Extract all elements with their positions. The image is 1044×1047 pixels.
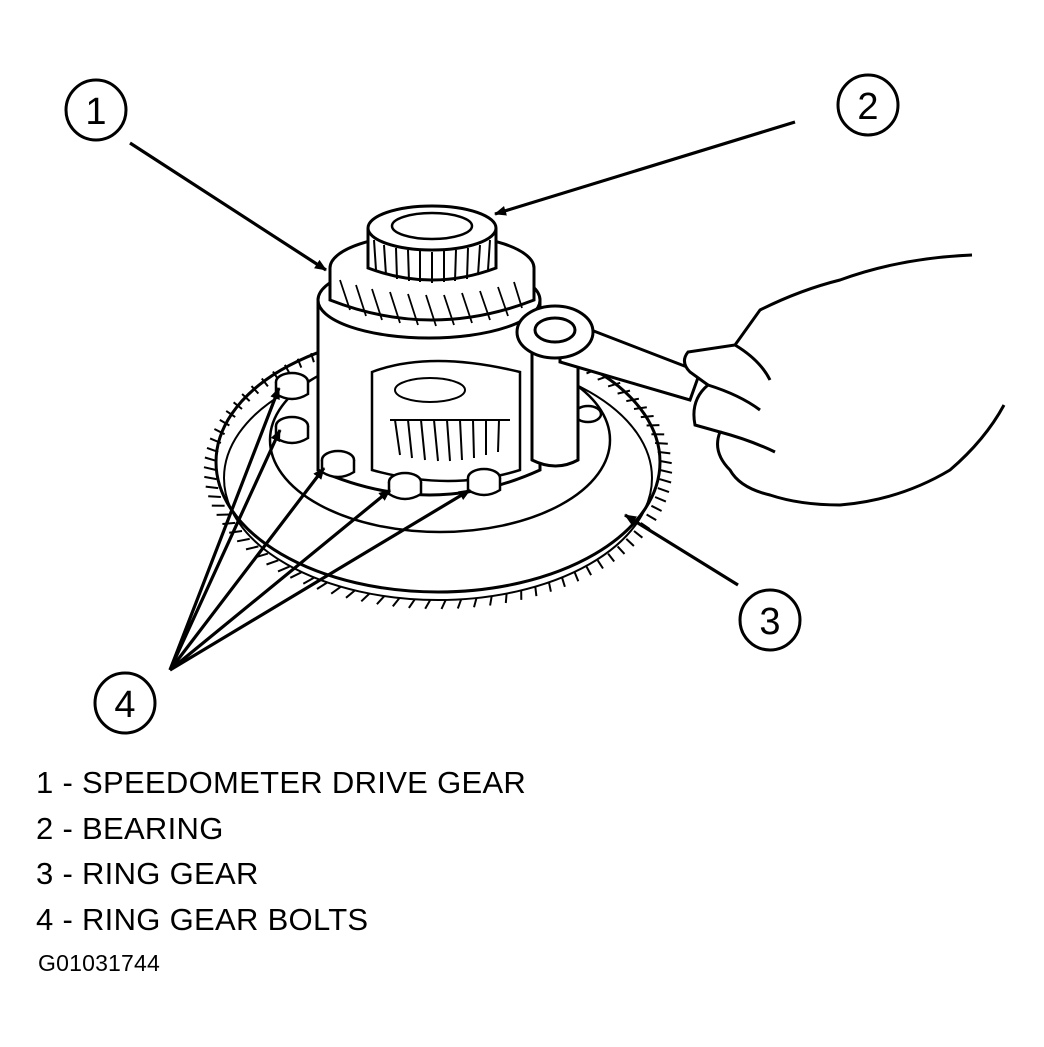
ring-gear-tooth [654,496,667,503]
ring-gear-tooth [360,592,371,603]
leader-lines [129,120,796,672]
legend-item-ring-gear: 3 - RING GEAR [36,856,259,891]
ring-gear-tooth [250,385,260,395]
ring-gear-tooth [626,397,640,403]
legend-item-speedometer-drive-gear: 1 - SPEEDOMETER DRIVE GEAR [36,765,527,800]
ring-gear-tooth [232,401,243,410]
ring-gear-tooth [548,582,552,592]
ring-gear-tooth [424,599,432,610]
leader-4a [168,387,281,671]
legend-list: 1 - SPEEDOMETER DRIVE GEAR 2 - BEARING 3… [36,760,526,942]
ring-gear-tooth [659,459,672,465]
leader-4c [168,467,326,671]
ring-gear-tooth [607,381,621,388]
ring-gear-tooth [489,595,493,606]
ring-gear-tooth [345,589,356,599]
ring-gear-tooth [206,446,219,453]
ring-gear-tooth [633,530,644,539]
ring-gear-tooth [219,419,230,427]
callout-3: 3 [738,588,802,652]
ring-gear-tooth [440,599,447,610]
ring-gear-tooth [659,478,672,484]
ring-gear-tooth [208,495,221,498]
ring-gear-tooth [204,475,217,481]
ring-gear-tooth [607,552,615,563]
ring-gear-tooth [659,469,673,474]
ring-gear-tooth [617,389,631,395]
ring-gear-tooth [456,598,463,609]
ring-gear-tooth [204,456,217,462]
ring-gear-tooth [229,530,243,534]
ring-gear-tooth [633,406,647,410]
figure-id: G01031744 [38,950,161,976]
ring-gear-tooth [266,559,279,566]
ring-gear-tooth [277,565,290,573]
ring-gear-tooth [316,581,328,590]
ring-gear-tooth [222,521,236,525]
legend-item-bearing: 2 - BEARING [36,810,224,846]
ring-gear-tooth [296,358,303,368]
ring-gear-tooth [650,504,663,512]
ring-gear-tooth [655,442,668,445]
wrench-icon [515,304,702,468]
ring-gear-tooth [245,545,259,551]
ring-gear-tooth [596,559,604,570]
ring-gear-tooth [657,487,670,494]
svg-text:2: 2 [857,86,878,128]
ring-gear-tooth [261,377,269,388]
bolt-icon [274,371,603,501]
ring-gear-tooth [213,428,226,436]
ring-gear-tooth [392,597,401,608]
ring-gear-tooth [573,572,580,582]
ring-gear-tooth [640,415,654,419]
ring-gear-tooth [646,513,657,521]
leader-2 [494,120,796,216]
leader-1 [129,141,327,272]
ring-gear-tooth [236,537,250,543]
ring-gear-tooth [616,545,626,555]
bearing-icon [366,204,498,283]
ring-gear-tooth [534,586,538,597]
svg-text:1: 1 [85,91,106,133]
callout-1: 1 [64,78,128,142]
ring-gear-tooth [302,576,315,585]
leader-4d [168,488,392,672]
ring-gear-tooth [504,593,508,604]
callout-2: 2 [836,73,900,137]
ring-gear-tooth [657,450,671,455]
ring-gear-tooth [209,437,222,444]
hand-icon [683,253,1006,507]
ring-gear-tooth [225,410,236,418]
ring-gear-tooth [203,466,217,471]
legend-item-ring-gear-bolts: 4 - RING GEAR BOLTS [36,901,369,937]
svg-text:3: 3 [759,601,780,643]
leader-4e [169,488,471,672]
differential-illustration: 1 2 3 4 [64,73,1006,735]
callout-4: 4 [93,671,157,735]
ring-gear-tooth [330,585,342,595]
ring-gear-tooth [408,598,416,609]
ring-gear-tooth [376,595,386,605]
ring-gear-tooth [585,566,592,576]
ring-gear-tooth [473,597,478,608]
ring-gear-tooth [241,393,251,402]
ring-gear-tooth [310,352,315,363]
leader-4b [168,429,282,671]
ring-gear-tooth [205,485,219,490]
ring-gear-tooth [625,538,635,547]
ring-gear-tooth [289,571,302,579]
leader-3 [624,513,739,587]
ring-gear-tooth [561,577,566,588]
svg-text:4: 4 [114,684,135,726]
